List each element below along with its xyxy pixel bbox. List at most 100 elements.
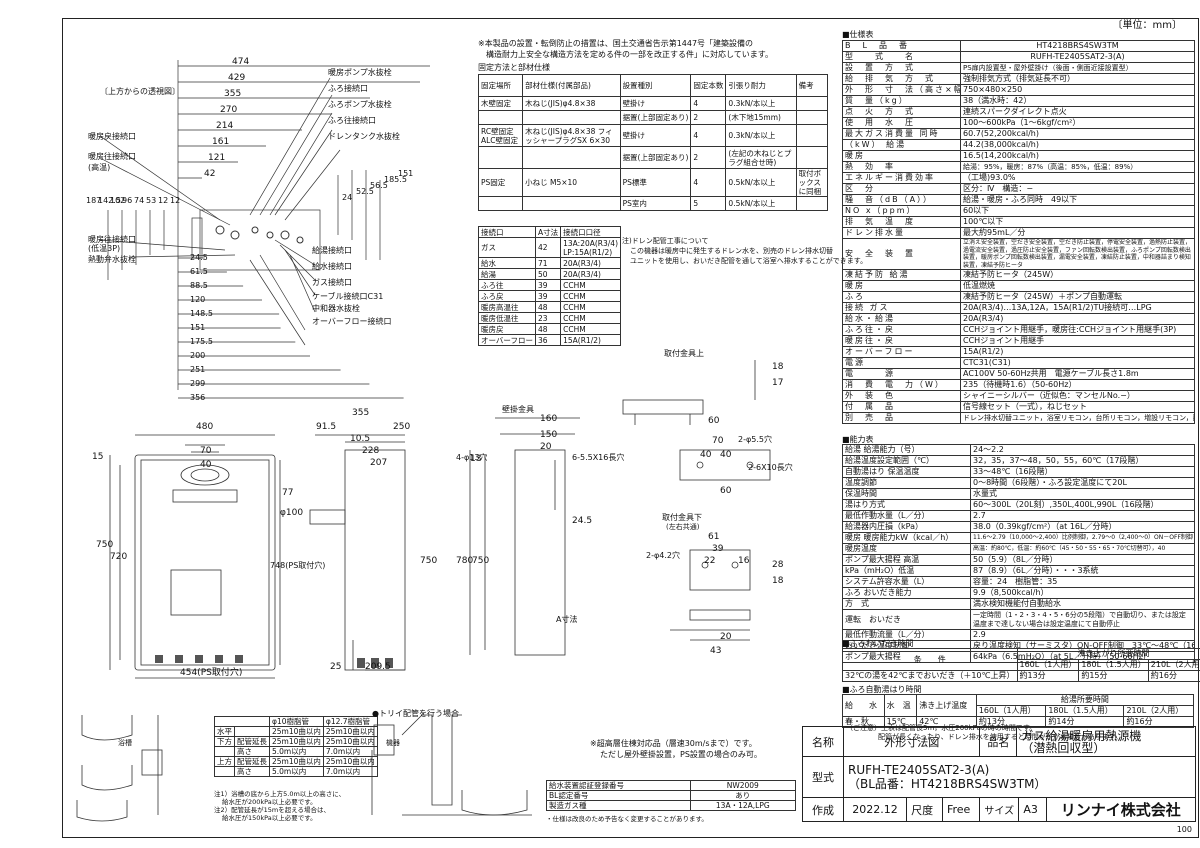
- bracket-upper-d2: 70: [712, 436, 724, 446]
- bath1-val: 約13分: [1016, 670, 1080, 682]
- dim-label: 53: [146, 196, 157, 205]
- bath1-h2: 沸き上がり所要時間: [1016, 648, 1200, 660]
- perf-key: 湯はり方式: [842, 499, 971, 511]
- bath1-col: 160L（1人用）: [1016, 659, 1080, 671]
- fixing-header: 設置種別: [619, 74, 692, 97]
- perf-value: 満水検知機能付自動給水: [970, 598, 1195, 610]
- cert-key: BL認定番号: [546, 790, 691, 801]
- dim-label: 61.5: [190, 267, 208, 276]
- side-bottom-1: 25: [330, 662, 342, 672]
- spec-value: 凍結予防ヒータ（245W）＋ポンプ自動運転: [960, 291, 1195, 303]
- fixing-cell: 4: [690, 96, 727, 111]
- spec-key: 凍結予防 給湯: [842, 269, 961, 281]
- bath-title-2: ■ふろ自動湯はり時間: [842, 685, 922, 694]
- spec-key: オーバーフロー: [842, 346, 961, 358]
- bath2-h3: 沸き上げ温度: [916, 694, 977, 717]
- fixing-header: 固定場所: [477, 74, 524, 97]
- conn-cell: 71: [534, 257, 562, 269]
- dim-label: 96: [122, 196, 133, 205]
- conn-cell: 48: [534, 323, 562, 335]
- bath2-h1: 給 水: [842, 694, 885, 717]
- fixing-cell: PS標準: [619, 168, 692, 197]
- side-view-drawing: [309, 434, 406, 671]
- spec-value: シャイニーシルバー（近似色：マンセルNo.−）: [960, 390, 1195, 402]
- spec-value: 信号線セット（一式），ねじセット: [960, 401, 1195, 413]
- perf-value: 50（5.9）（8L／分時）: [970, 554, 1195, 566]
- fixing-cell: (木下地15mm): [725, 110, 797, 125]
- dim-label: 474: [232, 57, 250, 67]
- dim-label: 299: [190, 379, 206, 388]
- connection-label: 熱動弁水抜栓: [88, 255, 136, 264]
- dim-label: 12: [158, 196, 169, 205]
- front-height-750: 750: [96, 540, 114, 550]
- spec-key: 熱 効 率: [842, 161, 961, 173]
- front-width: 480: [196, 422, 214, 432]
- conn-cell: CCHM: [560, 312, 622, 324]
- fixing-header: 固定本数: [690, 74, 727, 97]
- fixing-cell: 0.3kN/本以上: [725, 96, 797, 111]
- title-model-1: RUFH-TE2405SAT2-3(A): [848, 763, 990, 778]
- conn-cell: ふろ往: [478, 279, 536, 291]
- perf-key: 暖房 暖房能力kW（kcal／h）: [842, 532, 971, 544]
- bottom-note-2: ただし屋外壁掛設置，PS設置の場合のみ可。: [600, 750, 762, 759]
- spec-key: ドレン排水量: [842, 227, 961, 239]
- perf-key: 運転 おいだき: [842, 609, 971, 630]
- fixing-header: 引張り耐力: [725, 74, 797, 97]
- front-ps-note: 748(PS取付穴): [270, 561, 326, 570]
- conn-cell: 23: [534, 312, 562, 324]
- spec-key: 電源: [842, 357, 961, 369]
- bracket-upper-hole2: 2-6X10長穴: [748, 463, 793, 472]
- perf-value: 24〜2.2: [970, 444, 1195, 456]
- conn-cell: 39: [534, 290, 562, 302]
- drawing-frame: [62, 18, 1199, 838]
- pipe-h1: φ10樹脂管: [269, 716, 324, 727]
- spec-key: 質 量（kg）: [842, 95, 961, 107]
- drain-note-2: この機器は暖房中に発生するドレン水を、別売のドレン排水切替: [630, 247, 833, 255]
- bracket-lower-v1: 28: [772, 560, 784, 570]
- connection-label: (高温): [88, 163, 111, 172]
- top-view-drawing: [99, 60, 430, 399]
- spec-key: 最大ガス消費量 同時: [842, 128, 961, 140]
- bracket-lower-drawing: [670, 549, 751, 641]
- title-size: A3: [1018, 797, 1047, 822]
- spec-value: 44.2(38,000kcal/h): [960, 139, 1195, 151]
- dim-label: 200: [190, 351, 206, 360]
- spec-key: ふろ: [842, 291, 961, 303]
- perf-key: 給湯温度設定範囲（℃）: [842, 455, 971, 467]
- bracket-upper-d3: 40: [700, 450, 712, 460]
- spec-value: 15A(R1/2): [960, 346, 1195, 358]
- spec-key: 消 費 電 力（W）: [842, 379, 961, 391]
- title-scale-label: 尺度: [906, 797, 943, 822]
- front-height-720: 720: [110, 552, 128, 562]
- conn-cell: 42: [534, 237, 562, 258]
- drain-note-3: ユニットを使用し、おいだき配管を通して浴室へ排水することができます。: [630, 257, 868, 265]
- connection-label: 暖房往接続口: [88, 235, 136, 244]
- spec-key: 別 売 品: [842, 412, 961, 424]
- cert-note: ・仕様は改良のため予告なく変更することがあります。: [546, 815, 708, 823]
- dim-label: 429: [228, 73, 246, 83]
- conn-cell: CCHM: [560, 301, 622, 313]
- dim-label: 142.5: [98, 196, 121, 205]
- perf-key: 暖房温度: [842, 543, 971, 555]
- perf-value: 容量：24 樹脂管：35: [970, 576, 1195, 588]
- conn-cell: 48: [534, 301, 562, 313]
- fixing-cell: 壁掛け: [619, 96, 692, 111]
- connection-label: 給湯接続口: [312, 246, 352, 255]
- bath1-col: 180L（1.5人用）: [1078, 659, 1149, 671]
- connection-label: 暖房戻接続口: [88, 132, 136, 141]
- bracket-lower-d2: 39: [712, 544, 724, 554]
- fixing-cell: 木ねじ(JIS)φ4.8×38: [522, 96, 621, 111]
- bath1-val: 約16分: [1147, 670, 1200, 682]
- title-name: 外形寸法図: [842, 725, 981, 758]
- cert-val: あり: [689, 790, 797, 801]
- perf-value: 87（8.9）（6L／分時）・・・3系統: [970, 565, 1195, 577]
- dim-label: 175.5: [190, 337, 213, 346]
- pipe-cell: 25m10曲以内: [322, 756, 378, 767]
- front-dim-77: 77: [282, 488, 294, 498]
- bath2-col: 210L（2人用）: [1123, 705, 1194, 717]
- fixing-title: 固定方法と部材仕様: [478, 63, 550, 72]
- pipe-label-bath: 浴槽: [118, 739, 132, 747]
- fixing-cell: 小ねじ M5×10: [522, 168, 621, 197]
